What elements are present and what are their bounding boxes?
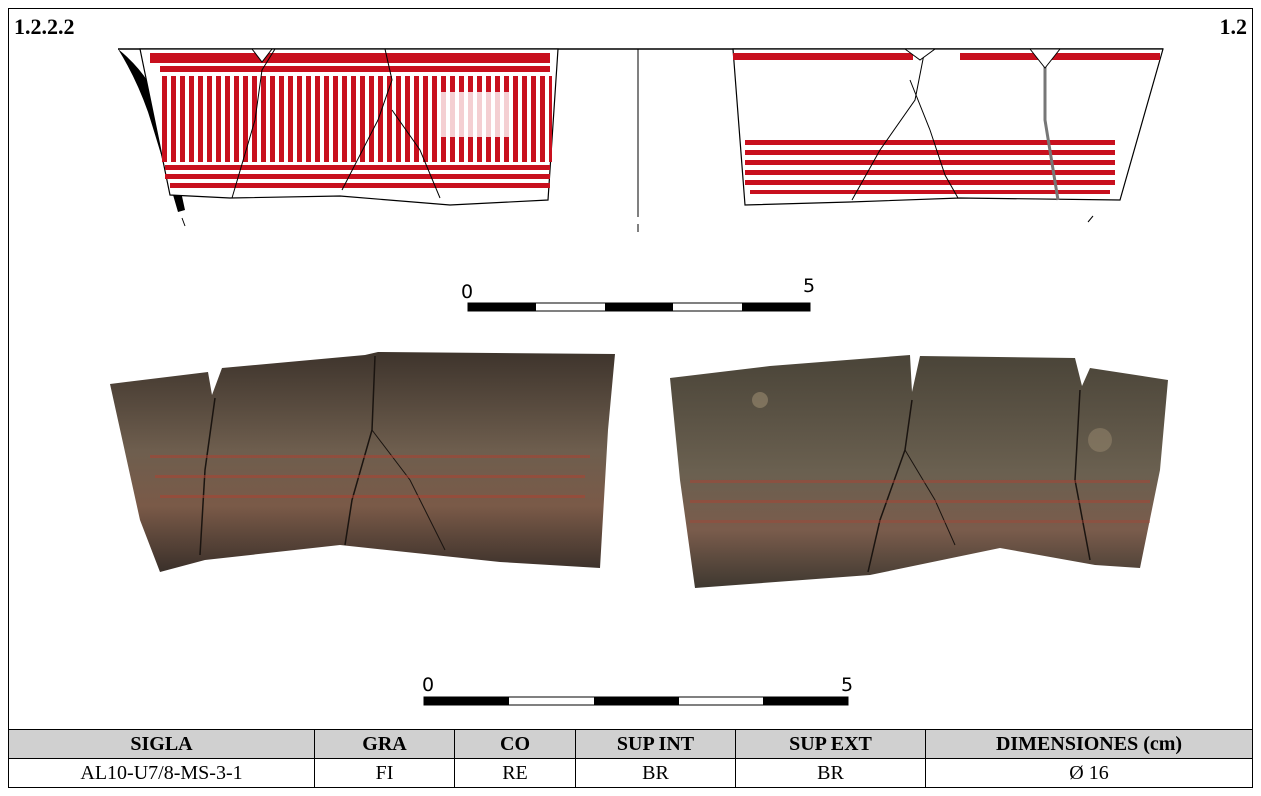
drawing-scale-start: 0 xyxy=(461,281,473,303)
cell-sup-int: BR xyxy=(575,758,736,788)
header-co: CO xyxy=(454,729,576,759)
catalog-number-left: 1.2.2.2 xyxy=(14,14,75,39)
header-sigla: SIGLA xyxy=(8,729,315,759)
exterior-drawing-right xyxy=(732,48,1164,206)
document-frame xyxy=(8,8,1253,788)
drawing-scale-bar xyxy=(467,302,811,312)
header-sup-ext: SUP EXT xyxy=(735,729,926,759)
cell-sigla: AL10-U7/8-MS-3-1 xyxy=(8,758,315,788)
table-header-row: SIGLA GRA CO SUP INT SUP EXT DIMENSIONES… xyxy=(8,729,1253,759)
cell-gra: FI xyxy=(314,758,455,788)
table-row: AL10-U7/8-MS-3-1 FI RE BR BR Ø 16 xyxy=(8,758,1253,788)
cell-sup-ext: BR xyxy=(735,758,926,788)
sherd-data-table: SIGLA GRA CO SUP INT SUP EXT DIMENSIONES… xyxy=(8,729,1253,788)
cell-co: RE xyxy=(454,758,576,788)
cell-dimensiones: Ø 16 xyxy=(925,758,1253,788)
header-gra: GRA xyxy=(314,729,455,759)
header-sup-int: SUP INT xyxy=(575,729,736,759)
drawing-scale-end: 5 xyxy=(803,275,815,297)
header-dimensiones: DIMENSIONES (cm) xyxy=(925,729,1253,759)
photo-scale-bar xyxy=(423,696,849,706)
catalog-number-right: 1.2 xyxy=(1219,14,1248,39)
photo-scale-start: 0 xyxy=(422,674,434,696)
sherd-photo-left xyxy=(110,352,615,572)
photo-scale-end: 5 xyxy=(841,674,853,696)
sherd-photo-right xyxy=(670,355,1168,588)
exterior-drawing-left xyxy=(139,48,559,206)
